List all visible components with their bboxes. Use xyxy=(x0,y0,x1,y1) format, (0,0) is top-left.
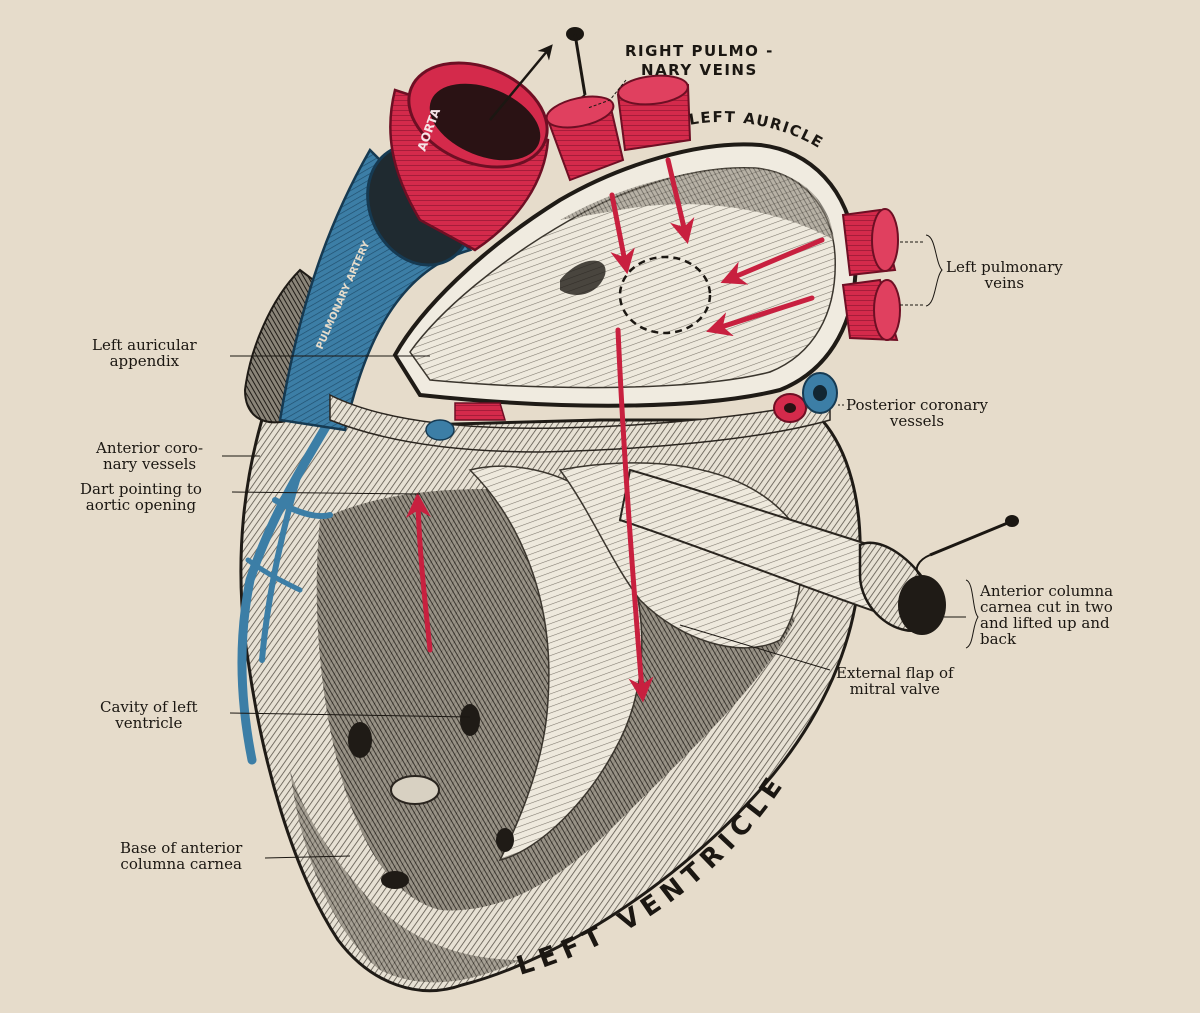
posterior-coronary-vessels-label-line2: vessels xyxy=(889,412,945,430)
cavity-left-ventricle-label-line2: ventricle xyxy=(115,714,183,732)
right-pulmonary-veins xyxy=(545,74,692,182)
posterior-coronary-vessels-label: Posterior coronary vessels xyxy=(846,397,988,429)
mitral-opening-outline xyxy=(618,255,712,335)
left-auricular-appendix-label-line1: Left auricular xyxy=(92,336,197,354)
leader-lines xyxy=(222,79,979,859)
atrioventricular-groove xyxy=(329,393,831,453)
base-anterior-columna-carnea-label-line1: Base of anterior xyxy=(120,839,243,857)
blood-flow-arrows xyxy=(405,157,825,703)
right-pulmonary-veins-label-line1: RIGHT PULMO - xyxy=(625,42,774,60)
base-anterior-columna-carnea-label: Base of anterior columna carnea xyxy=(120,840,242,872)
external-flap-mitral-valve-label-line2: mitral valve xyxy=(849,680,940,698)
anterior-columna-carnea xyxy=(618,468,1019,635)
posterior-coronary-vessels xyxy=(773,372,838,423)
anterior-coronary-vessels-label-line1: Anterior coro- xyxy=(96,439,204,457)
anterior-columna-carnea-label-line1: Anterior columna xyxy=(980,582,1114,600)
base-anterior-columna-carnea-label-line2: columna carnea xyxy=(120,855,242,873)
anterior-coronary-vessels-label-line2: nary vessels xyxy=(102,455,197,473)
anterior-columna-carnea-label: Anterior columna carnea cut in two and l… xyxy=(980,583,1113,647)
cavity-left-ventricle-label: Cavity of left ventricle xyxy=(100,699,198,731)
left-pulmonary-veins-label-line2: veins xyxy=(984,274,1025,292)
external-flap-mitral-valve-label-line1: External flap of xyxy=(836,664,954,682)
left-auricular-appendix-label-line2: appendix xyxy=(109,352,180,370)
dart-aortic-opening-label-line2: aortic opening xyxy=(85,496,197,514)
dart-aortic-opening-label-line1: Dart pointing to xyxy=(80,480,202,498)
posterior-coronary-vessels-label-line1: Posterior coronary xyxy=(846,396,988,414)
right-pulmonary-veins-label-line2: NARY VEINS xyxy=(641,61,758,79)
anterior-columna-carnea-label-line2: carnea cut in two xyxy=(980,598,1113,616)
left-pulmonary-veins xyxy=(841,208,901,342)
anterior-columna-carnea-label-line3: and lifted up and xyxy=(980,614,1110,632)
anterior-coronary-vessels-label: Anterior coro- nary vessels xyxy=(96,440,203,472)
anterior-columna-carnea-label-line4: back xyxy=(980,630,1017,648)
dart-aortic-opening-label: Dart pointing to aortic opening xyxy=(80,481,202,513)
external-flap-mitral-valve-label: External flap of mitral valve xyxy=(836,665,954,697)
left-pulmonary-veins-label-line1: Left pulmonary xyxy=(946,258,1063,276)
coronary-vessel-ends xyxy=(425,402,507,441)
right-pulmonary-veins-label: RIGHT PULMO - NARY VEINS xyxy=(625,42,774,80)
left-auricular-appendix-label: Left auricular appendix xyxy=(92,337,197,369)
left-pulmonary-veins-label: Left pulmonary veins xyxy=(946,259,1063,291)
aorta: AORTA xyxy=(389,61,550,252)
cavity-left-ventricle-label-line1: Cavity of left xyxy=(100,698,198,716)
aortic-dart-arrow xyxy=(489,44,553,121)
anterior-coronary-vessels xyxy=(237,415,335,765)
